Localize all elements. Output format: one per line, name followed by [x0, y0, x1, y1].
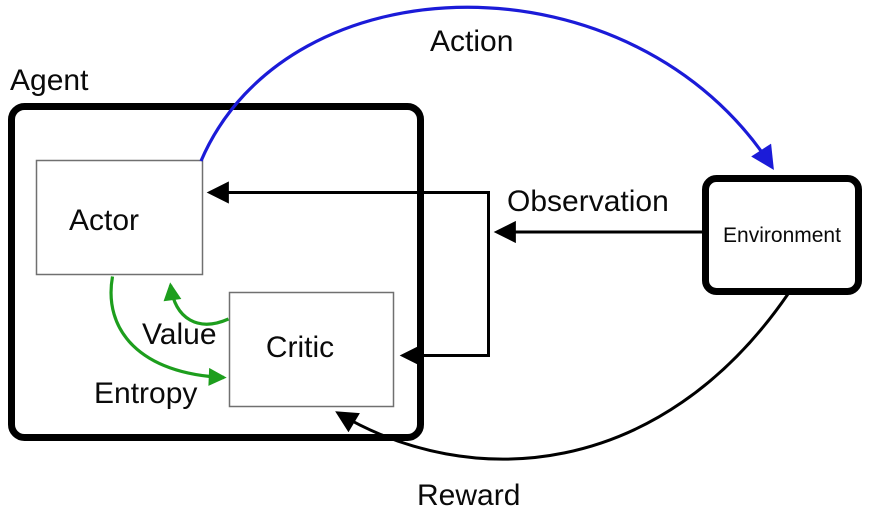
actor-label: Actor: [69, 204, 139, 237]
actor-box: [35, 159, 204, 276]
observation-branch-to-actor-arrow: [206, 181, 490, 357]
value-arrow: [163, 282, 230, 326]
action-arrow: [199, 5, 774, 170]
agent-label: Agent: [10, 64, 89, 97]
observation-label: Observation: [507, 185, 669, 218]
reward-arrow: [335, 293, 790, 461]
critic-box: [228, 291, 395, 408]
entropy-arrow: [109, 276, 227, 386]
critic-label: Critic: [266, 331, 334, 364]
environment-box: [702, 175, 862, 295]
agent-box: [8, 103, 424, 441]
action-label: Action: [430, 25, 513, 58]
value-label: Value: [142, 318, 217, 351]
reward-label: Reward: [417, 479, 520, 511]
environment-label: Environment: [723, 224, 841, 247]
entropy-label: Entropy: [94, 377, 197, 410]
